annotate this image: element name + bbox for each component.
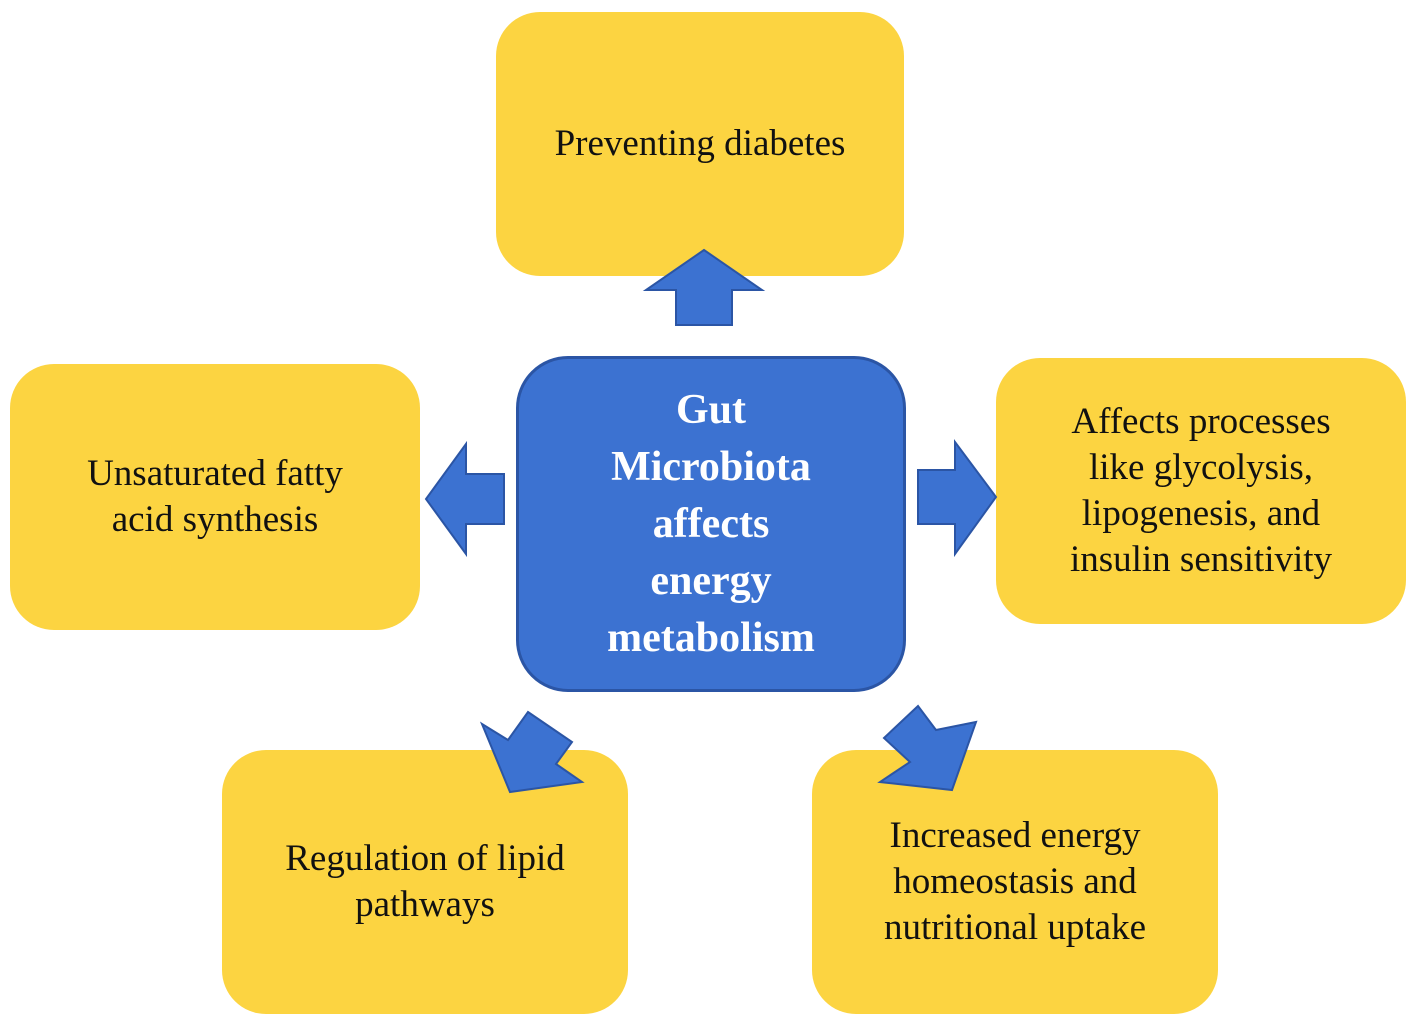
node-increased-energy-homeostasis-label: Increased energy homeostasis and nutriti… [883,815,1147,948]
center-node-label: Gut Microbiota affects energy metabolism [607,386,815,661]
node-unsaturated-fatty-acid-synthesis: Unsaturated fatty acid synthesis [10,364,420,630]
arrow-right-icon [917,438,998,558]
node-preventing-diabetes: Preventing diabetes [496,12,904,276]
node-preventing-diabetes-label: Preventing diabetes [554,123,846,164]
node-affects-processes: Affects processes like glycolysis, lipog… [996,358,1406,624]
node-affects-processes-label: Affects processes like glycolysis, lipog… [1069,401,1333,580]
node-increased-energy-homeostasis: Increased energy homeostasis and nutriti… [812,750,1218,1014]
node-regulation-lipid-pathways-label: Regulation of lipid pathways [285,838,565,925]
arrow-down-left-icon [479,710,585,794]
node-regulation-lipid-pathways: Regulation of lipid pathways [222,750,628,1014]
center-node-gut-microbiota: Gut Microbiota affects energy metabolism [516,356,906,692]
node-unsaturated-fatty-acid-synthesis-label: Unsaturated fatty acid synthesis [87,453,343,540]
arrow-down-right-icon [877,704,978,792]
arrow-left-icon [424,440,505,558]
arrow-up-icon [642,248,766,326]
